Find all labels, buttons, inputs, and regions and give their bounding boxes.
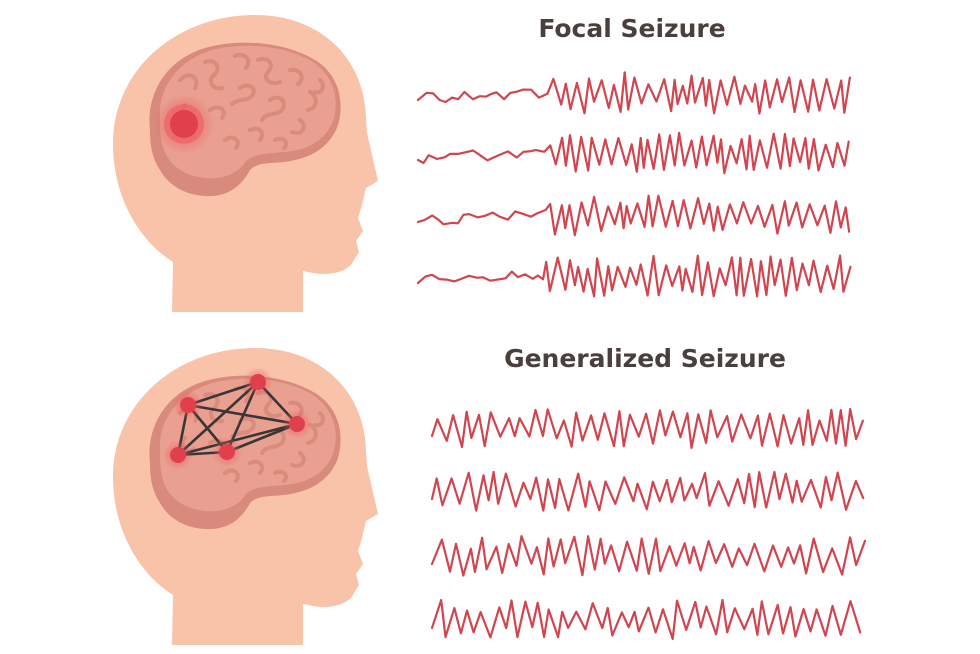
- network-node: [243, 367, 273, 397]
- generalized-eeg-traces: [430, 407, 867, 640]
- network-link: [176, 380, 260, 457]
- focal-eeg-traces: [416, 71, 852, 298]
- focal-eeg-trace: [416, 254, 852, 298]
- focal-eeg-trace: [416, 71, 851, 115]
- generalized-eeg-trace: [430, 407, 864, 449]
- network-node: [212, 437, 242, 467]
- network-link: [186, 403, 299, 426]
- network-link: [176, 422, 299, 457]
- seizure-network: [163, 367, 312, 470]
- network-node: [173, 390, 203, 420]
- network-node: [282, 409, 312, 439]
- focal-eeg-trace: [416, 194, 851, 237]
- generalized-seizure-title: Generalized Seizure: [504, 344, 786, 373]
- focal-eeg-trace: [416, 131, 850, 175]
- focal-head-illustration: [112, 15, 378, 312]
- generalized-eeg-trace: [430, 598, 862, 640]
- focal-seizure-title: Focal Seizure: [538, 14, 725, 43]
- generalized-head-illustration: [112, 348, 378, 645]
- network-node: [163, 440, 193, 470]
- generalized-eeg-trace: [430, 470, 865, 512]
- generalized-eeg-trace: [430, 535, 867, 577]
- focal-seizure-origin: [154, 94, 214, 154]
